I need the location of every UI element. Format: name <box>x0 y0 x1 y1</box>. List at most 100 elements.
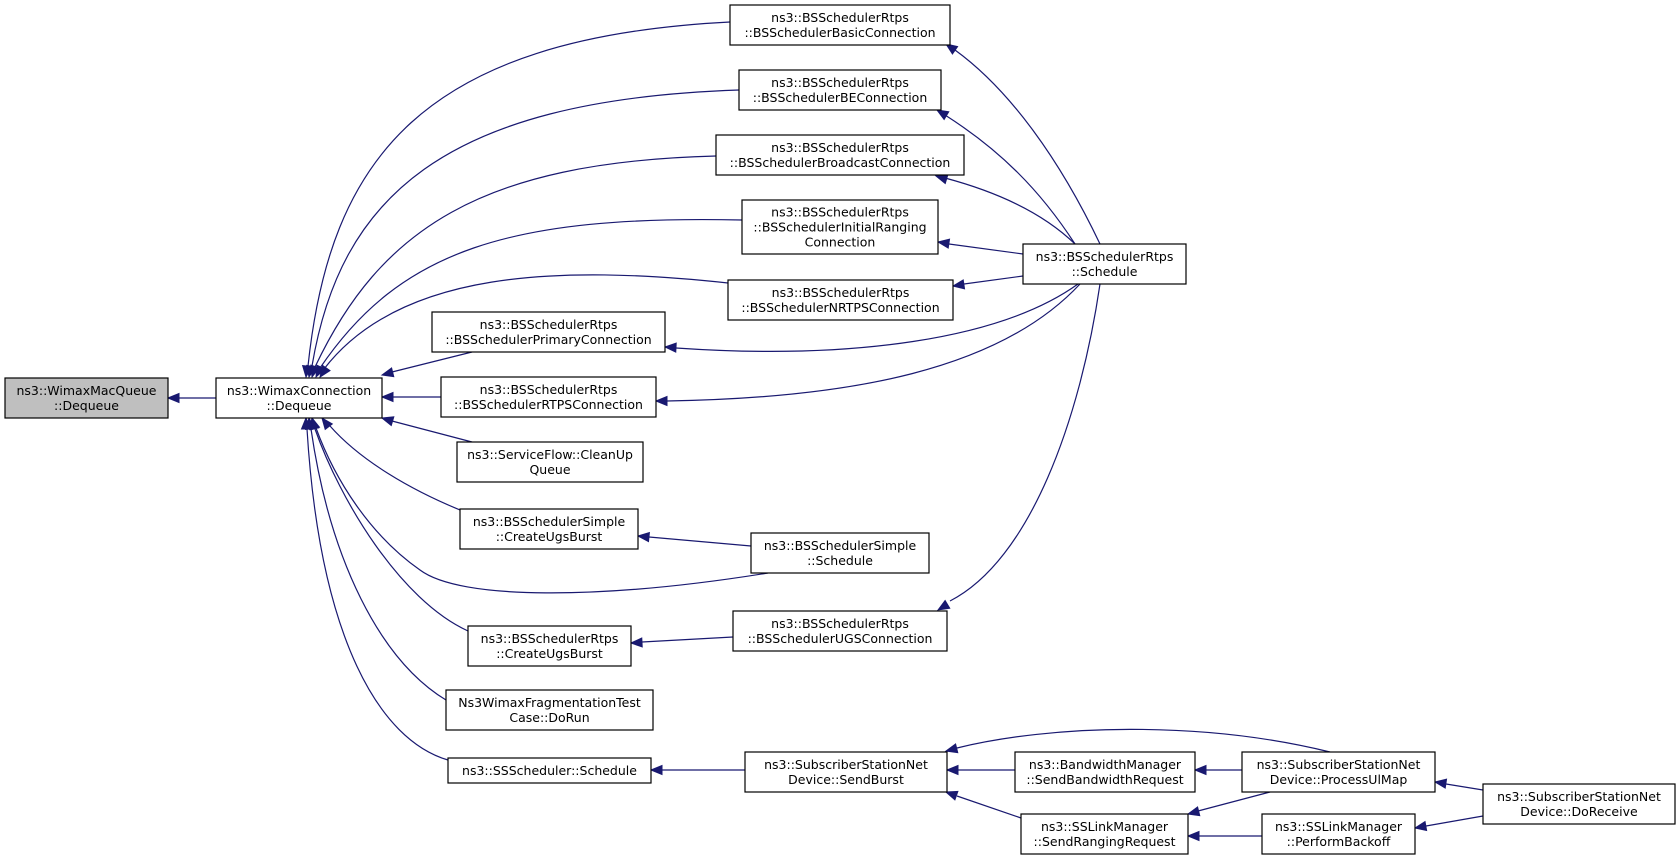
node-be[interactable]: ns3::BSSchedulerRtps::BSSchedulerBEConne… <box>738 69 942 111</box>
node-box[interactable] <box>741 199 939 255</box>
node-rtpssch[interactable]: ns3::BSSchedulerRtps::Schedule <box>1022 243 1187 285</box>
node-sendburst[interactable]: ns3::SubscriberStationNetDevice::SendBur… <box>744 751 948 793</box>
node-label-line: ns3::BSSchedulerSimple <box>764 538 917 553</box>
arrowhead <box>951 279 966 290</box>
node-box[interactable] <box>715 134 965 176</box>
node-label-line: ::SendBandwidthRequest <box>1026 772 1183 787</box>
node-wc[interactable]: ns3::WimaxConnection::Dequeue <box>215 377 383 419</box>
node-box[interactable] <box>215 377 383 419</box>
arrowhead <box>654 395 668 407</box>
node-box[interactable] <box>744 751 948 793</box>
node-ssched[interactable]: ns3::SSScheduler::Schedule <box>447 757 652 784</box>
edge-rtpssch-to-init <box>936 238 1024 255</box>
arrowhead <box>300 416 312 430</box>
node-label-line: ns3::SubscriberStationNet <box>1497 789 1661 804</box>
node-label-line: ::BSSchedulerUGSConnection <box>748 631 933 646</box>
node-ugsconn[interactable]: ns3::BSSchedulerRtps::BSSchedulerUGSConn… <box>732 610 948 652</box>
edge-rtpssch-to-basic <box>944 43 1101 245</box>
node-label-line: ::BSSchedulerBasicConnection <box>744 25 935 40</box>
edge-dorecv-to-backoff <box>1413 815 1484 832</box>
edge-line <box>319 218 743 369</box>
edge-line <box>315 427 769 594</box>
node-box[interactable] <box>445 689 654 731</box>
node-box[interactable] <box>1261 813 1416 855</box>
node-init[interactable]: ns3::BSSchedulerRtps::BSSchedulerInitial… <box>741 199 939 255</box>
node-rtpsugs[interactable]: ns3::BSSchedulerRtps::CreateUgsBurst <box>467 625 632 667</box>
node-box[interactable] <box>431 311 666 353</box>
edge-line <box>329 425 466 513</box>
node-label-line: ns3::BSSchedulerRtps <box>772 285 910 300</box>
edge-line <box>1445 783 1484 791</box>
edge-rtpssch-to-primary <box>663 283 1079 353</box>
edge-rtpsc-to-wc <box>380 391 441 403</box>
node-box[interactable] <box>1020 813 1189 855</box>
arrowhead <box>380 416 395 427</box>
node-label-line: ::Dequeue <box>54 398 119 413</box>
node-label-line: ::BSSchedulerBroadcastConnection <box>730 155 951 170</box>
arrowhead <box>935 109 950 121</box>
edge-rtpssch-to-bcast <box>934 174 1076 245</box>
edge-line <box>675 283 1079 352</box>
node-box[interactable] <box>459 508 639 550</box>
edge-sfclean-to-wc <box>380 416 473 443</box>
edge-ugsconn-to-rtpsugs <box>629 636 734 648</box>
node-label-line: ns3::BSSchedulerRtps <box>480 317 618 332</box>
node-box[interactable] <box>727 279 954 321</box>
node-backoff[interactable]: ns3::SSLinkManager::PerformBackoff <box>1261 813 1416 855</box>
node-simplesch[interactable]: ns3::BSSchedulerSimple::Schedule <box>750 532 930 574</box>
node-label-line: Ns3WimaxFragmentationTest <box>458 695 641 710</box>
nodes-layer: ns3::WimaxMacQueue::Dequeue ns3::WimaxCon… <box>4 4 1676 855</box>
node-label-line: Device::SendBurst <box>788 772 904 787</box>
arrowhead <box>1186 830 1200 842</box>
node-label-line: Case::DoRun <box>509 710 589 725</box>
edge-line <box>648 536 752 547</box>
node-dorecv[interactable]: ns3::SubscriberStationNetDevice::DoRecei… <box>1482 783 1676 825</box>
node-box[interactable] <box>447 757 652 784</box>
node-box[interactable] <box>1022 243 1187 285</box>
node-box[interactable] <box>738 69 942 111</box>
node-label-line: ::Dequeue <box>267 398 332 413</box>
arrowhead <box>319 364 331 379</box>
node-label-line: Connection <box>805 235 876 250</box>
node-ulmap[interactable]: ns3::SubscriberStationNetDevice::Process… <box>1241 751 1436 793</box>
arrowhead <box>166 392 180 404</box>
edge-ranging-to-sendburst <box>944 790 1022 819</box>
node-label-line: ::CreateUgsBurst <box>496 646 603 661</box>
node-box[interactable] <box>4 377 169 419</box>
node-box[interactable] <box>1482 783 1676 825</box>
edge-rtpsugs-to-wc <box>309 416 469 632</box>
node-primary[interactable]: ns3::BSSchedulerRtps::BSSchedulerPrimary… <box>431 311 666 353</box>
edge-line <box>1425 815 1484 827</box>
edge-line <box>323 274 729 370</box>
node-box[interactable] <box>729 4 951 46</box>
node-label-line: ns3::BSSchedulerRtps <box>771 205 909 220</box>
node-nrtps[interactable]: ns3::BSSchedulerRtps::BSSchedulerNRTPSCo… <box>727 279 954 321</box>
edge-line <box>948 243 1024 255</box>
node-bwreq[interactable]: ns3::BandwidthManager::SendBandwidthRequ… <box>1014 751 1196 793</box>
node-simpleugs[interactable]: ns3::BSSchedulerSimple::CreateUgsBurst <box>459 508 639 550</box>
edge-ssched-to-wc <box>300 416 449 761</box>
node-label-line: ns3::BandwidthManager <box>1029 757 1182 772</box>
node-basic[interactable]: ns3::BSSchedulerRtps::BSSchedulerBasicCo… <box>729 4 951 46</box>
node-box[interactable] <box>456 441 644 483</box>
node-box[interactable] <box>750 532 930 574</box>
edge-primary-to-wc <box>380 351 473 378</box>
node-bcast[interactable]: ns3::BSSchedulerRtps::BSSchedulerBroadca… <box>715 134 965 176</box>
arrowhead <box>321 416 334 431</box>
node-box[interactable] <box>1014 751 1196 793</box>
node-box[interactable] <box>467 625 632 667</box>
node-label-line: ns3::BSSchedulerSimple <box>473 514 626 529</box>
node-label-line: ::BSSchedulerInitialRanging <box>753 220 926 235</box>
edge-backoff-to-ranging <box>1186 830 1262 842</box>
node-rtpsc[interactable]: ns3::BSSchedulerRtps::BSSchedulerRTPSCon… <box>440 376 657 418</box>
node-ranging[interactable]: ns3::SSLinkManager::SendRangingRequest <box>1020 813 1189 855</box>
edge-frag-to-wc <box>304 416 447 701</box>
node-wmq[interactable]: ns3::WimaxMacQueue::Dequeue <box>4 377 169 419</box>
node-box[interactable] <box>1241 751 1436 793</box>
node-label-line: ns3::SSScheduler::Schedule <box>462 763 637 778</box>
node-box[interactable] <box>732 610 948 652</box>
node-box[interactable] <box>440 376 657 418</box>
